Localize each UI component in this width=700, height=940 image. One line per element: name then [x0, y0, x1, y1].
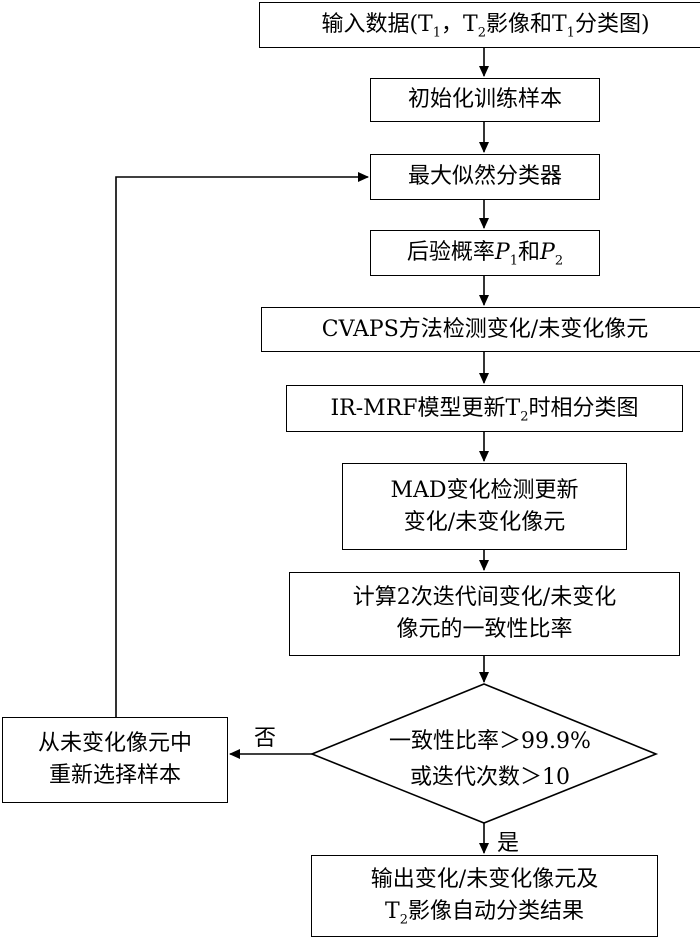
edge-label-no: 否	[254, 726, 277, 751]
decision-label-line1: 一致性比率＞99.9%	[389, 729, 591, 754]
ratio-label-line1: 计算2次迭代间变化/未变化	[352, 585, 617, 610]
mad-label-line1: MAD变化检测更新	[390, 477, 579, 503]
input-data-label: 输入数据(T1，T2影像和T1分类图)	[321, 12, 650, 41]
reselect-label-line1: 从未变化像元中	[37, 731, 192, 756]
cvaps-box: CVAPS方法检测变化/未变化像元	[261, 307, 700, 352]
posterior-label: 后验概率P1和P2	[406, 240, 564, 269]
irmrf-label: IR-MRF模型更新T2时相分类图	[330, 395, 639, 424]
reselect-label-line2: 重新选择样本	[48, 763, 181, 788]
irmrf-box: IR-MRF模型更新T2时相分类图	[286, 385, 683, 432]
mad-box: MAD变化检测更新 变化/未变化像元	[342, 463, 627, 550]
mad-label-line2: 变化/未变化像元	[403, 509, 566, 535]
output-label-line2: T2影像自动分类结果	[385, 899, 584, 928]
ratio-label-line2: 像元的一致性比率	[396, 617, 573, 642]
decision-label: 一致性比率＞99.9% 或迭代次数＞10	[316, 724, 664, 796]
cvaps-label: CVAPS方法检测变化/未变化像元	[321, 316, 649, 342]
edge-label-yes: 是	[497, 831, 520, 856]
ratio-box: 计算2次迭代间变化/未变化 像元的一致性比率	[289, 572, 680, 656]
output-box: 输出变化/未变化像元及 T2影像自动分类结果	[311, 855, 658, 937]
decision-label-line2: 或迭代次数＞10	[410, 765, 570, 790]
init-samples-label: 初始化训练样本	[407, 87, 562, 112]
input-data-box: 输入数据(T1，T2影像和T1分类图)	[259, 2, 700, 48]
reselect-box: 从未变化像元中 重新选择样本	[2, 717, 228, 803]
posterior-box: 后验概率P1和P2	[370, 230, 600, 276]
arrow-loop-back	[115, 172, 369, 717]
output-label-line1: 输出变化/未变化像元及	[370, 867, 599, 892]
mlc-label: 最大似然分类器	[407, 164, 562, 189]
decision-diamond	[309, 683, 659, 824]
init-samples-box: 初始化训练样本	[370, 78, 600, 122]
mlc-box: 最大似然分类器	[370, 154, 600, 200]
